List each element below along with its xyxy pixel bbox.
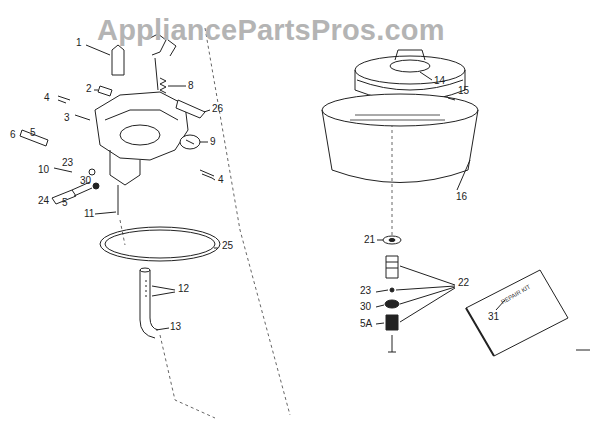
callout-number: 4 (44, 93, 50, 103)
watermark: AppliancePartsPros.com (97, 16, 445, 45)
callout-number: 13 (170, 322, 181, 332)
callout-number: 1 (76, 38, 82, 48)
callout-number: 30 (80, 176, 91, 186)
callout-number: 5 (30, 128, 36, 138)
callout-number: 2 (86, 84, 92, 94)
callout-number: 12 (178, 284, 189, 294)
callout-number: 8 (188, 81, 194, 91)
callout-number: 5 (62, 198, 68, 208)
callout-number: 3 (64, 113, 70, 123)
callout-number: 23 (62, 158, 73, 168)
callout-number: 24 (38, 196, 49, 206)
callout-number: 6 (10, 130, 16, 140)
callout-number: 26 (212, 104, 223, 114)
callout-number: 25 (222, 241, 233, 251)
callout-number: 9 (210, 137, 216, 147)
callout-number: 5A (360, 319, 372, 329)
callout-number: 4 (218, 175, 224, 185)
callout-number: 22 (458, 278, 469, 288)
callout-number: 23 (360, 286, 371, 296)
callout-number: 31 (488, 312, 499, 322)
callout-number: 14 (434, 76, 445, 86)
callout-number: 16 (456, 192, 467, 202)
callout-number: 15 (458, 86, 469, 96)
callout-number: 11 (84, 209, 94, 219)
callout-number: 10 (38, 165, 49, 175)
callout-number: 30 (360, 302, 371, 312)
callout-number: 21 (364, 235, 375, 245)
